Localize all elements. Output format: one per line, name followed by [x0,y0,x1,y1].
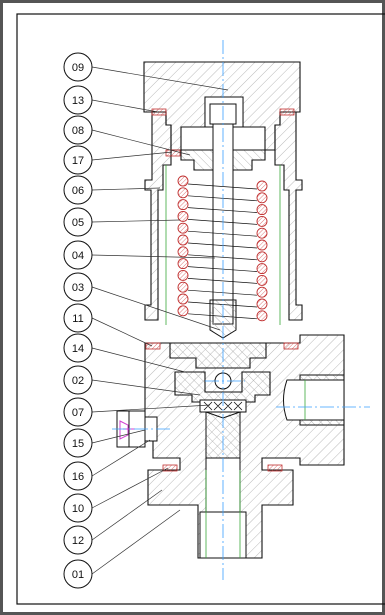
spring-wire-line [187,313,258,320]
spring-wire-line [187,242,258,249]
spring-coil-section [256,251,268,263]
spring-coil-section [256,192,268,204]
inner-frame [16,13,385,605]
leader-line-12 [91,489,163,541]
spring-coil-section [256,274,268,286]
spring-wire-line [187,266,258,272]
balloon-12: 12 [63,525,93,555]
balloon-label: 11 [72,313,83,325]
balloon-07: 07 [63,397,93,427]
balloon-label: 03 [72,282,84,294]
balloon-label: 13 [72,95,84,107]
balloon-14: 14 [63,333,93,363]
balloon-label: 14 [72,343,84,355]
part-balloons: 09 13 08 17 06 05 04 03 11 14 02 07 15 16 10 12 01 [63,52,93,589]
leader-line-01 [91,509,181,575]
balloon-05: 05 [63,207,93,237]
spring-coil-section [177,199,189,211]
spring-coil-section [256,215,268,227]
balloon-label: 10 [72,503,84,515]
balloon-01: 01 [63,559,93,589]
spring-wire-line [187,301,258,308]
spring-coil-section [256,298,268,310]
leader-line-14 [91,347,186,373]
balloon-label: 07 [72,407,84,419]
leader-line-15 [91,429,146,444]
spring-coil-section [256,227,268,239]
spring-coil-section [177,210,189,222]
leader-line-13 [91,99,159,113]
balloon-13: 13 [63,85,93,115]
balloon-11: 11 [63,303,93,333]
balloon-16: 16 [63,461,93,491]
balloon-17: 17 [63,145,93,175]
balloon-label: 05 [72,217,84,229]
spring-wire-line [187,195,258,202]
spring-coil-section [256,310,268,322]
leader-line-03 [91,286,221,331]
leader-line-04 [91,254,216,259]
balloon-06: 06 [63,175,93,205]
balloon-03: 03 [63,272,93,302]
balloon-label: 04 [72,250,84,262]
spring-coil-section [177,234,189,246]
spring-coil-section [177,281,189,293]
valve-body [143,61,345,559]
balloon-label: 17 [72,155,84,167]
leader-lines [91,66,229,575]
balloon-02: 02 [63,365,93,395]
spring-coil-section [177,246,189,258]
leader-line-11 [91,317,153,347]
leader-line-17 [91,151,173,161]
spring-coil-section [256,180,268,192]
balloon-label: 09 [72,62,84,74]
spring-coil-section [256,239,268,251]
spring-wire-line [187,207,258,213]
spring-coil-section [177,258,189,270]
compression-spring [177,175,268,322]
balloon-label: 06 [72,185,84,197]
spring-coil-section [177,175,189,187]
balloon-label: 02 [72,375,84,387]
spring-coil-section [256,286,268,298]
leader-line-09 [91,66,229,91]
balloon-label: 12 [72,535,84,547]
leader-line-07 [91,404,211,413]
spring-wire-line [187,219,258,225]
spring-coil-section [177,305,189,317]
leader-line-02 [91,379,201,396]
balloon-09: 09 [63,52,93,82]
leader-line-16 [91,439,151,477]
spring-wire-line [187,230,258,237]
balloon-label: 01 [72,569,84,581]
leader-line-10 [91,467,169,509]
leader-line-08 [91,129,191,156]
spring-coil-section [177,293,189,305]
balloon-08: 08 [63,115,93,145]
hidden-lines [165,165,306,558]
leader-line-05 [91,219,181,223]
balloon-15: 15 [63,428,93,458]
balloon-10: 10 [63,493,93,523]
spring-coil-section [177,269,189,281]
spring-coil-section [177,222,189,234]
balloon-label: 16 [72,471,84,483]
balloon-04: 04 [63,240,93,270]
balloon-label: 08 [72,125,84,137]
spring-wire-line [187,254,258,261]
seals [145,108,299,472]
balloon-label: 15 [72,438,84,450]
spring-wire-line [187,289,258,296]
centerlines [112,40,370,580]
spring-coil-section [256,263,268,275]
leader-line-06 [91,187,161,191]
spring-wire-line [187,183,258,190]
spring-coil-section [177,187,189,199]
spring-wire-line [187,278,258,284]
spring-coil-section [256,204,268,216]
